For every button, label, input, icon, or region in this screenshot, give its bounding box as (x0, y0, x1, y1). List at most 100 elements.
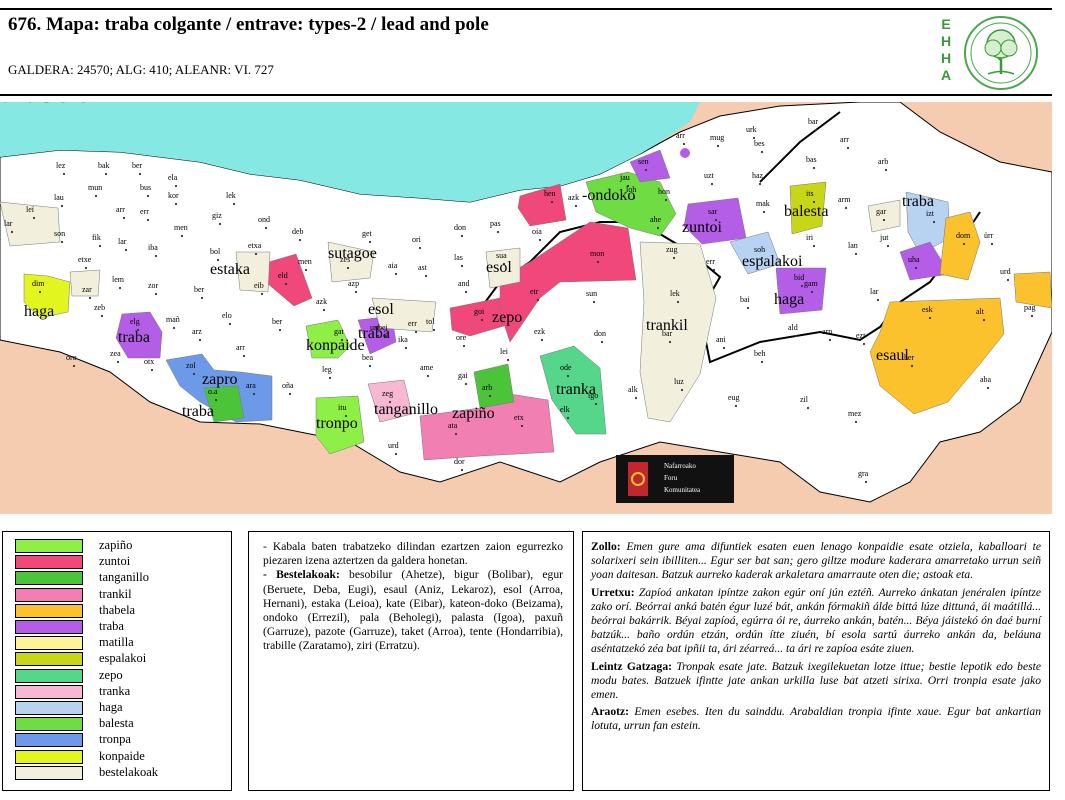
quote-text: Emen esebes. Iten du sainddu. Arabaldian… (591, 705, 1041, 733)
survey-point-label: lek (226, 191, 236, 200)
area-term-label: haga (774, 291, 804, 308)
survey-point-dot (146, 218, 150, 222)
logo-letter: E (941, 16, 951, 32)
survey-point-dot (862, 342, 866, 346)
survey-point-dot (682, 142, 686, 146)
region-zapiño-urr (305, 319, 351, 359)
survey-point-label: igo (588, 391, 598, 400)
survey-point-dot (1006, 278, 1010, 282)
survey-point-label: ame (420, 363, 434, 372)
legend-label: espalakoi (99, 651, 147, 666)
survey-point-label: fik (92, 233, 101, 242)
survey-point-label: son (54, 229, 65, 238)
survey-point-label: ore (456, 333, 467, 342)
region-traba (115, 311, 163, 359)
survey-point-dot (864, 480, 868, 484)
survey-point-dot (716, 144, 720, 148)
survey-point-label: urk (746, 125, 757, 134)
area-term-label: tranka (556, 381, 596, 398)
region-other-esaul (639, 241, 717, 423)
survey-point-label: elo (222, 311, 232, 320)
survey-point-dot (828, 338, 832, 342)
survey-point-dot (846, 146, 850, 150)
survey-point-label: lar (118, 237, 127, 246)
survey-point-dot (806, 406, 810, 410)
survey-point-label: lei (500, 347, 509, 356)
region-other-esol-2 (485, 247, 521, 289)
survey-point-label: err (706, 257, 715, 266)
survey-point-label: arr (676, 131, 685, 140)
region-tanganillo (203, 385, 245, 423)
survey-point-label: arb (482, 383, 492, 392)
legend-swatch (15, 733, 83, 748)
area-term-label: zuntoi (0, 102, 60, 108)
region-zapiño (315, 395, 365, 455)
survey-point-dot (538, 238, 542, 242)
survey-point-label: elg (130, 317, 140, 326)
survey-point-dot (298, 238, 302, 242)
survey-point-dot (260, 292, 264, 296)
survey-point-dot (794, 334, 798, 338)
legend-swatch (15, 603, 83, 618)
quote-text: Zapíoá ankatan ipíntze zakon egúr oní jú… (591, 585, 1041, 656)
survey-point-label: eld (278, 271, 288, 280)
survey-point-dot (72, 364, 76, 368)
legend-swatch (15, 620, 83, 634)
survey-point-dot (632, 196, 636, 200)
survey-point-dot (462, 344, 466, 348)
survey-point-dot (854, 252, 858, 256)
survey-point-dot (626, 184, 630, 188)
survey-point-dot (10, 230, 14, 234)
survey-point-dot (656, 226, 660, 230)
survey-point-label: o.a (208, 387, 218, 396)
note-others-title: - Bestelakoak: (263, 568, 340, 582)
survey-point-label: men (174, 223, 188, 232)
navarra-inset: Nafarroako Foru Komunitatea (616, 455, 734, 503)
survey-point-dot (710, 182, 714, 186)
area-term-label: estaka (210, 261, 250, 278)
survey-point-label: gar (876, 207, 887, 216)
survey-point-label: bid (794, 273, 804, 282)
survey-point-dot (254, 252, 258, 256)
survey-point-dot (574, 204, 578, 208)
survey-point-dot (734, 404, 738, 408)
survey-point-label: gat (334, 327, 345, 336)
survey-point-label: uzt (704, 171, 715, 180)
survey-point-label: mez (848, 409, 862, 418)
area-term-label: thabela (0, 102, 92, 109)
survey-point-dot (216, 258, 220, 262)
survey-point-dot (844, 206, 848, 210)
survey-point-label: etxe (78, 255, 92, 264)
legend-label: tranka (99, 683, 131, 698)
survey-point-dot (154, 254, 158, 258)
survey-point-dot (664, 198, 668, 202)
survey-point-label: hen (544, 189, 556, 198)
survey-point-dot (328, 376, 332, 380)
survey-point-dot (38, 290, 42, 294)
survey-point-dot (172, 326, 176, 330)
survey-point-dot (566, 374, 570, 378)
quote-place: Urretxu: (591, 585, 635, 599)
survey-point-dot (218, 222, 222, 226)
survey-point-label: pag (1024, 303, 1036, 312)
quote-place: Zollo: (591, 540, 621, 553)
survey-point-dot (600, 340, 604, 344)
survey-point-dot (460, 468, 464, 472)
survey-point-label: itu (338, 403, 346, 412)
region-zuntoi-hon (517, 183, 567, 227)
legend-item: tanganillo (3, 570, 231, 586)
region-balesta (585, 171, 677, 237)
quote-item: Zollo: Emen gure ama difuntiek esaten eu… (591, 540, 1041, 583)
logo-letter: H (940, 50, 952, 66)
area-term-label: traba (902, 193, 934, 210)
survey-point-label: dim (32, 279, 45, 288)
region-other-sutagoe (235, 251, 271, 293)
legend-label: zuntoi (99, 554, 131, 569)
survey-point-label: uha (908, 255, 920, 264)
legend-item: haga (3, 700, 231, 715)
legend-item: zepo (3, 668, 231, 683)
survey-point-label: lar (870, 287, 879, 296)
survey-point-dot (100, 314, 104, 318)
area-term-label: zuntoi (682, 219, 723, 236)
survey-point-label: iba (148, 243, 158, 252)
